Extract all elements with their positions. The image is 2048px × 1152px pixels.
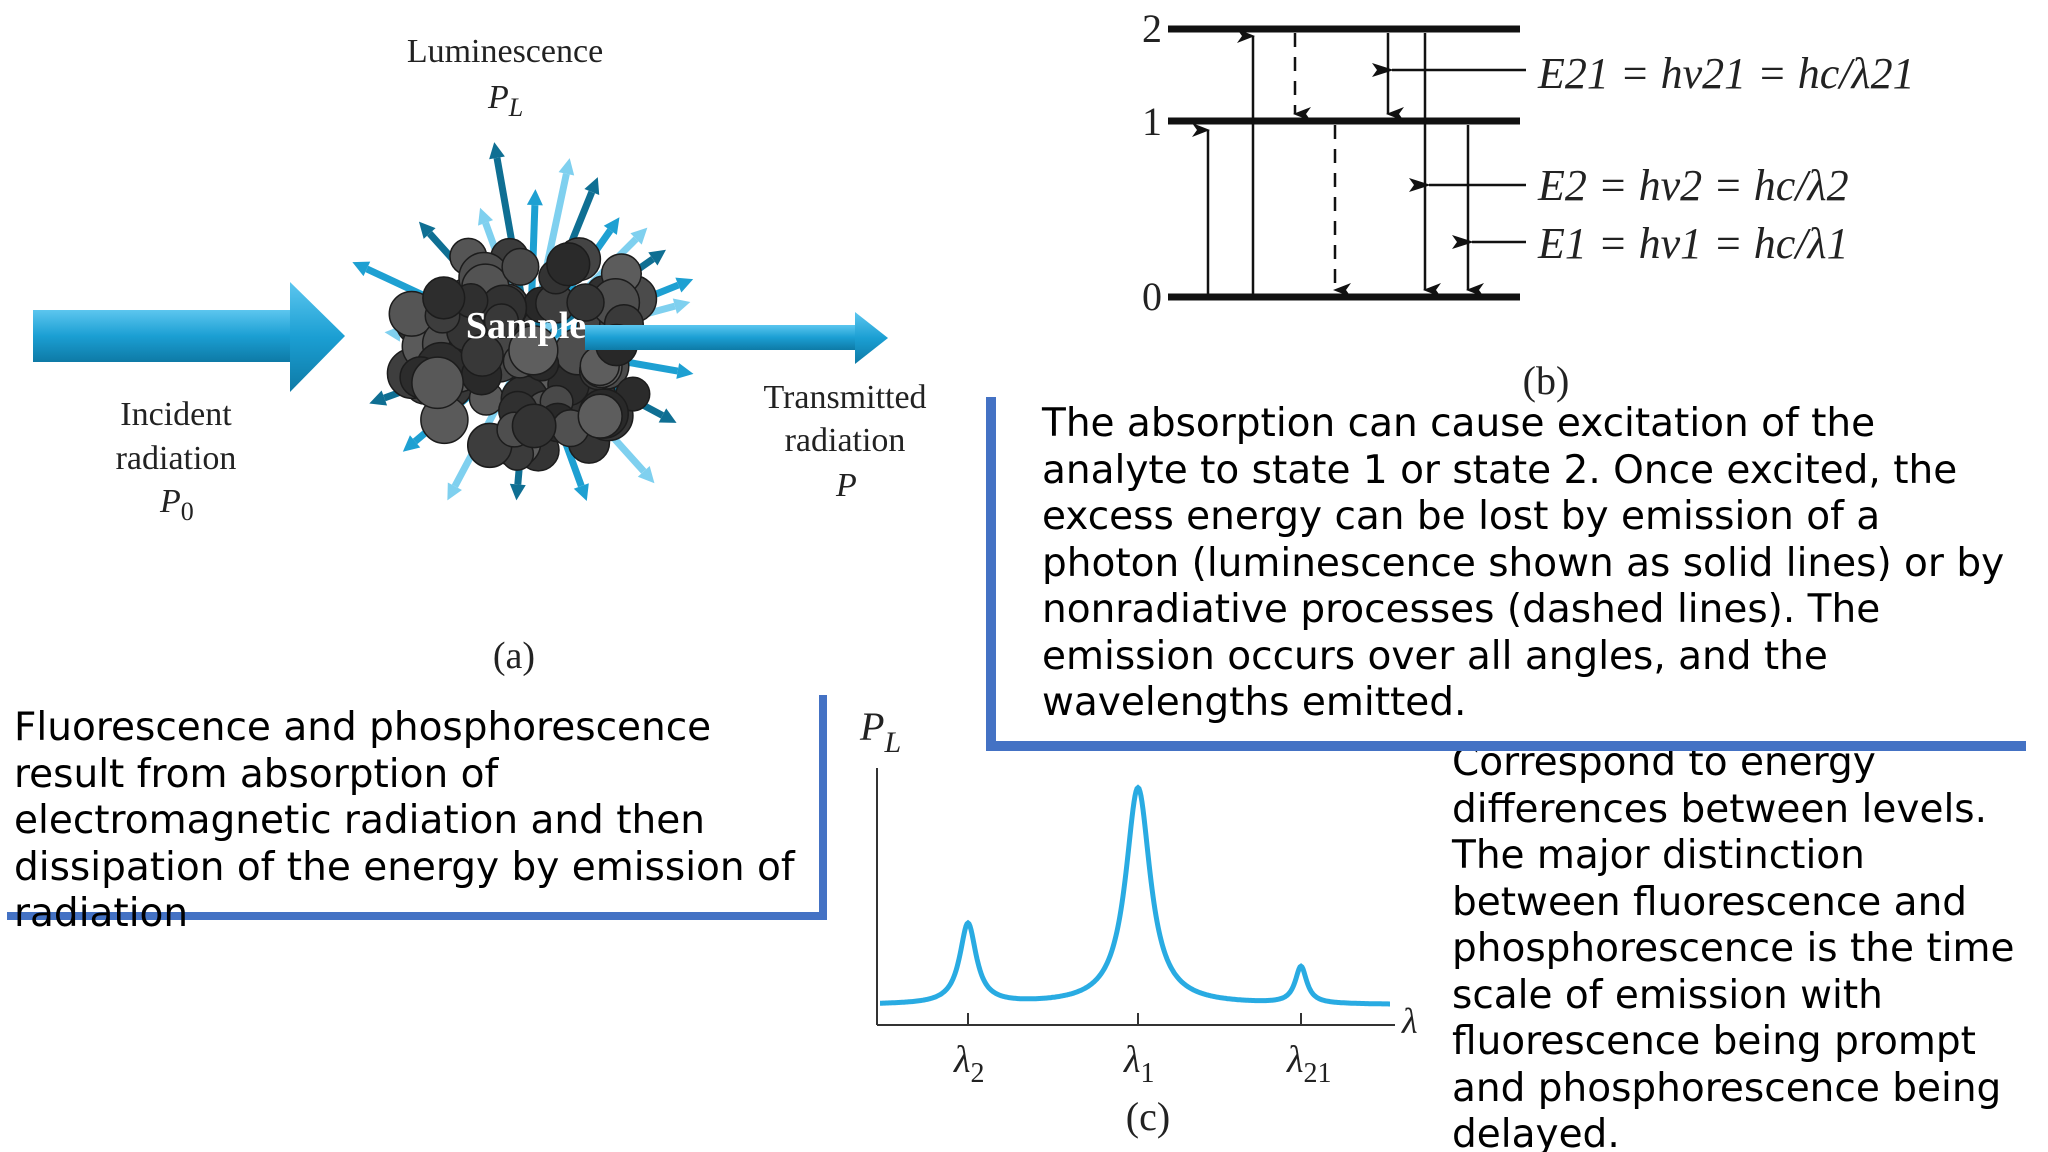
- luminescence-symbol: PL: [487, 79, 523, 122]
- x-ticks: λ2 λ1 λ21: [953, 1013, 1331, 1089]
- figure-b-energy-levels: 2 1 0 E21 = hν21 = hc/λ21 E2 = hν2 = hc/…: [1142, 6, 1915, 403]
- x-tick-label: λ21: [1286, 1039, 1331, 1089]
- luminescence-ray-arrowhead: [573, 483, 589, 501]
- luminescence-ray-arrowhead: [603, 217, 620, 235]
- sample-particle: [460, 333, 504, 377]
- luminescence-label: Luminescence: [407, 33, 603, 70]
- x-tick-label: λ1: [1123, 1039, 1154, 1089]
- figure-a-sample-radiation: Luminescence PL Sample Incident radiatio…: [33, 33, 927, 677]
- luminescence-ray-arrowhead: [369, 390, 388, 406]
- x-tick-label: λ2: [953, 1039, 984, 1089]
- luminescence-ray-arrowhead: [637, 465, 655, 484]
- sample-particle: [422, 276, 466, 320]
- level-label-1: 1: [1142, 99, 1162, 144]
- incident-label-line2: radiation: [116, 440, 237, 477]
- transmitted-arrow: [585, 312, 888, 364]
- bottom-textbox: Correspond to energy differences between…: [1452, 750, 2015, 1152]
- sample-particle: [566, 283, 605, 322]
- sample-particle: [411, 356, 464, 410]
- y-axis-label: PL: [859, 704, 901, 759]
- sample-particle: [546, 242, 591, 287]
- x-axis-symbol: λ: [1401, 1001, 1418, 1041]
- figure-c-luminescence-spectrum: PL λ λ2 λ1 λ21 (c): [859, 704, 1418, 1139]
- luminescence-ray-arrowhead: [509, 483, 526, 501]
- left-textbox: Fluorescence and phosphorescence result …: [14, 705, 795, 936]
- equation-e2: E2 = hν2 = hc/λ2: [1537, 161, 1849, 210]
- sample-particle: [508, 325, 559, 376]
- sample-particle: [501, 247, 540, 286]
- luminescence-ray-arrowhead: [489, 142, 505, 160]
- transmitted-label-line1: Transmitted: [763, 379, 926, 416]
- left-textbox-frame: [7, 695, 827, 920]
- luminescence-ray-arrowhead: [402, 435, 421, 452]
- luminescence-ray-arrowhead: [352, 261, 371, 277]
- sample-particle: [483, 303, 520, 339]
- luminescence-ray-arrowhead: [648, 249, 666, 266]
- luminescence-ray-arrowhead: [630, 227, 648, 245]
- level-label-2: 2: [1142, 6, 1162, 51]
- luminescence-ray-arrowhead: [418, 221, 436, 239]
- luminescence-ray-arrowhead: [478, 207, 494, 226]
- sample-particle: [577, 393, 623, 439]
- equation-e1: E1 = hν1 = hc/λ1: [1537, 219, 1849, 268]
- luminescence-ray-arrowhead: [558, 158, 575, 176]
- right-textbox: The absorption can cause excitation of t…: [1042, 401, 2005, 725]
- luminescence-ray-arrowhead: [672, 298, 691, 314]
- level-label-0: 0: [1142, 274, 1162, 319]
- luminescence-ray-arrowhead: [658, 408, 677, 423]
- luminescence-ray-arrowhead: [675, 277, 694, 293]
- luminescence-ray-arrowhead: [447, 482, 462, 501]
- equation-e21: E21 = hν21 = hc/λ21: [1537, 49, 1915, 98]
- bottom-textbox-clip: Correspond to energy differences between…: [1445, 750, 2045, 1152]
- caption-c: (c): [1126, 1094, 1170, 1139]
- incident-label-line1: Incident: [120, 396, 232, 433]
- luminescence-ray-arrowhead: [676, 363, 694, 379]
- sample-particle-cluster: [386, 237, 658, 472]
- caption-a: (a): [493, 635, 535, 677]
- luminescence-ray-arrowhead: [584, 177, 600, 196]
- transmitted-label-line2: radiation: [785, 422, 906, 459]
- spectrum-line: [880, 784, 1390, 1007]
- sample-particle: [511, 403, 557, 449]
- incident-symbol: P0: [159, 483, 194, 526]
- luminescence-ray-arrowhead: [526, 189, 543, 206]
- sample-label: Sample: [466, 305, 586, 347]
- transmitted-symbol: P: [835, 467, 857, 504]
- incident-arrow: [33, 282, 345, 392]
- caption-b: (b): [1523, 358, 1570, 403]
- right-textbox-frame: [986, 397, 2026, 751]
